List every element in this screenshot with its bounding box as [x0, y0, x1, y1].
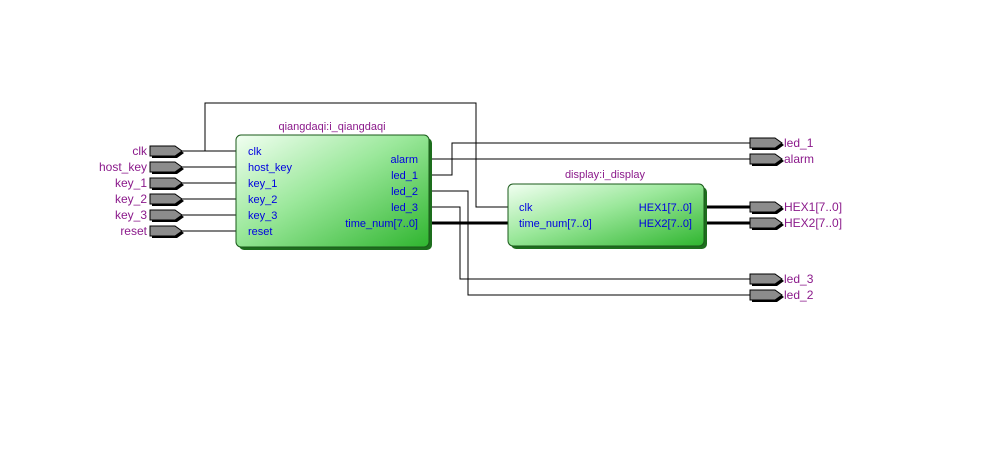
wire-led-3: [430, 206, 750, 280]
port-out-time-num: time_num[7..0]: [345, 218, 418, 230]
port-in-reset: reset: [248, 226, 272, 238]
input-pin-key-3[interactable]: [149, 209, 184, 222]
input-pin-host-key[interactable]: [149, 161, 184, 174]
output-label-alarm: alarm: [784, 152, 814, 166]
port-out-alarm: alarm: [390, 154, 418, 166]
port-in-host-key: host_key: [248, 162, 293, 174]
output-pin-hex1[interactable]: [749, 201, 784, 214]
input-label-key-1: key_1: [115, 176, 147, 190]
wire-led-1: [430, 142, 750, 176]
input-pin-clk[interactable]: [149, 145, 184, 158]
wire-clk-branch: [204, 102, 508, 208]
port-out-led-3: led_3: [391, 202, 418, 214]
port-in-display-time-num: time_num[7..0]: [519, 218, 592, 230]
output-label-led-1: led_1: [784, 136, 814, 150]
input-pin-reset[interactable]: [149, 225, 184, 238]
block-qiangdaqi[interactable]: qiangdaqi:i_qiangdaqi clk host_key key_1…: [235, 121, 432, 250]
port-in-key-3: key_3: [248, 210, 277, 222]
input-pin-key-2[interactable]: [149, 193, 184, 206]
output-pin-hex2[interactable]: [749, 217, 784, 230]
output-pin-led-3[interactable]: [749, 273, 784, 286]
input-label-host-key: host_key: [99, 160, 147, 174]
block-title-display: display:i_display: [565, 169, 646, 181]
output-label-led-2: led_2: [784, 288, 814, 302]
output-pin-alarm[interactable]: [749, 153, 784, 166]
port-out-led-1: led_1: [391, 170, 418, 182]
input-label-reset: reset: [120, 224, 147, 238]
input-label-clk: clk: [132, 144, 148, 158]
port-out-led-2: led_2: [391, 186, 418, 198]
output-label-hex2: HEX2[7..0]: [784, 216, 842, 230]
input-pin-key-1[interactable]: [149, 177, 184, 190]
block-body-qiangdaqi: [235, 134, 430, 248]
port-in-key-1: key_1: [248, 178, 277, 190]
output-pin-led-1[interactable]: [749, 137, 784, 150]
input-pins: clk host_key key_1 key_2 key_3 reset: [99, 144, 184, 238]
input-label-key-2: key_2: [115, 192, 147, 206]
output-label-hex1: HEX1[7..0]: [784, 200, 842, 214]
block-title-qiangdaqi: qiangdaqi:i_qiangdaqi: [278, 121, 385, 133]
port-out-hex1: HEX1[7..0]: [639, 202, 692, 214]
port-in-display-clk: clk: [519, 202, 533, 214]
output-pin-led-2[interactable]: [749, 289, 784, 302]
port-out-hex2: HEX2[7..0]: [639, 218, 692, 230]
input-label-key-3: key_3: [115, 208, 147, 222]
port-in-clk: clk: [248, 146, 262, 158]
port-in-key-2: key_2: [248, 194, 277, 206]
output-pins: led_1 alarm HEX1[7..0] HEX2[7..0] led_3 …: [749, 136, 842, 302]
output-label-led-3: led_3: [784, 272, 814, 286]
block-body-display: [507, 183, 705, 247]
wire-led-2: [430, 190, 750, 296]
block-display[interactable]: display:i_display clk time_num[7..0] HEX…: [507, 169, 707, 249]
wires: [182, 102, 750, 296]
